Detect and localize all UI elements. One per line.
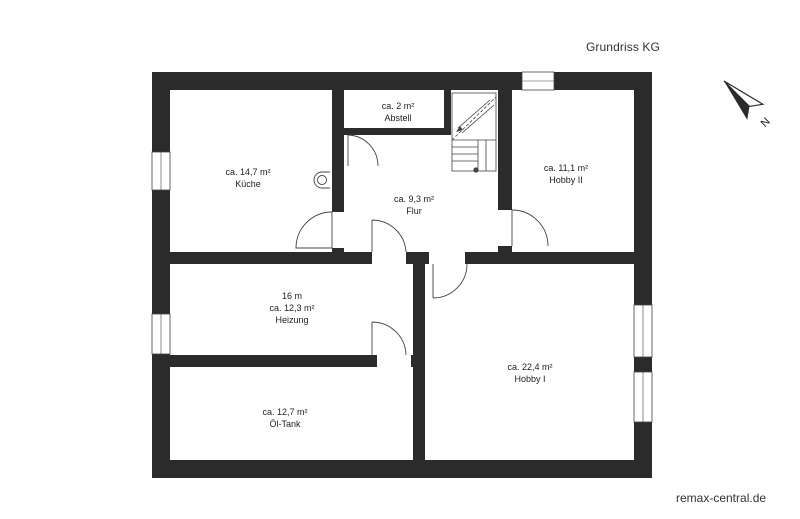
door-hobby1-arc (432, 263, 468, 299)
room-name: Heizung (275, 315, 309, 325)
wall-abstell-bottom (344, 128, 450, 135)
room-area: ca. 14,7 m² (225, 167, 271, 177)
room-area: ca. 22,4 m² (507, 362, 553, 372)
room-name: Hobby I (514, 374, 546, 384)
door-flur-arc (371, 219, 407, 253)
room-label-flur: ca. 9,3 m² Flur (394, 193, 434, 217)
room-label-abstell: ca. 2 m² Abstell (382, 100, 415, 124)
windows (151, 71, 653, 423)
wall-heizung-oeltank (170, 355, 413, 367)
room-label-hobby2: ca. 11,1 m² Hobby II (544, 162, 588, 186)
wall-abstell-stair (444, 90, 451, 135)
sink-icon (313, 171, 330, 189)
room-area: ca. 2 m² (381, 101, 415, 111)
room-name: Hobby II (549, 175, 583, 185)
room-label-kueche: ca. 14,7 m² Küche (225, 166, 270, 190)
room-name: Flur (406, 206, 422, 216)
watermark-text: remax-central.de (676, 491, 767, 505)
wall-heizung-hobby1 (413, 264, 425, 460)
room-label-hobby1: ca. 22,4 m² Hobby I (507, 361, 552, 385)
wall-west (152, 72, 170, 478)
wall-kueche-flur (332, 90, 344, 252)
room-label-heizung: 16 m ca. 12,3 m² Heizung (269, 290, 314, 326)
door-hobby2-arc (511, 209, 549, 247)
north-arrow-icon: N (723, 80, 773, 130)
door-swings (295, 134, 549, 356)
door-abstell-arc (347, 134, 379, 167)
wall-south (152, 460, 652, 478)
room-area: ca. 11,1 m² (543, 163, 589, 173)
door-heizung-arc (371, 321, 407, 356)
window-inner-lines (160, 80, 644, 422)
room-label-oeltank: ca. 12,7 m² Öl-Tank (262, 406, 307, 430)
room-name: Küche (235, 179, 261, 189)
door-openings (332, 135, 512, 367)
room-extra: 16 m (281, 291, 302, 301)
interior-walls (170, 90, 634, 460)
room-name: Abstell (384, 113, 412, 123)
staircase (451, 92, 497, 173)
door-kueche-arc (295, 211, 333, 249)
room-name: Öl-Tank (269, 419, 301, 429)
plan-title: Grundriss KG (586, 40, 660, 54)
room-area: ca. 12,7 m² (262, 407, 308, 417)
wall-north (152, 72, 652, 90)
north-letter: N (759, 116, 773, 130)
room-area: ca. 12,3 m² (269, 303, 315, 313)
room-area: ca. 9,3 m² (393, 194, 435, 204)
